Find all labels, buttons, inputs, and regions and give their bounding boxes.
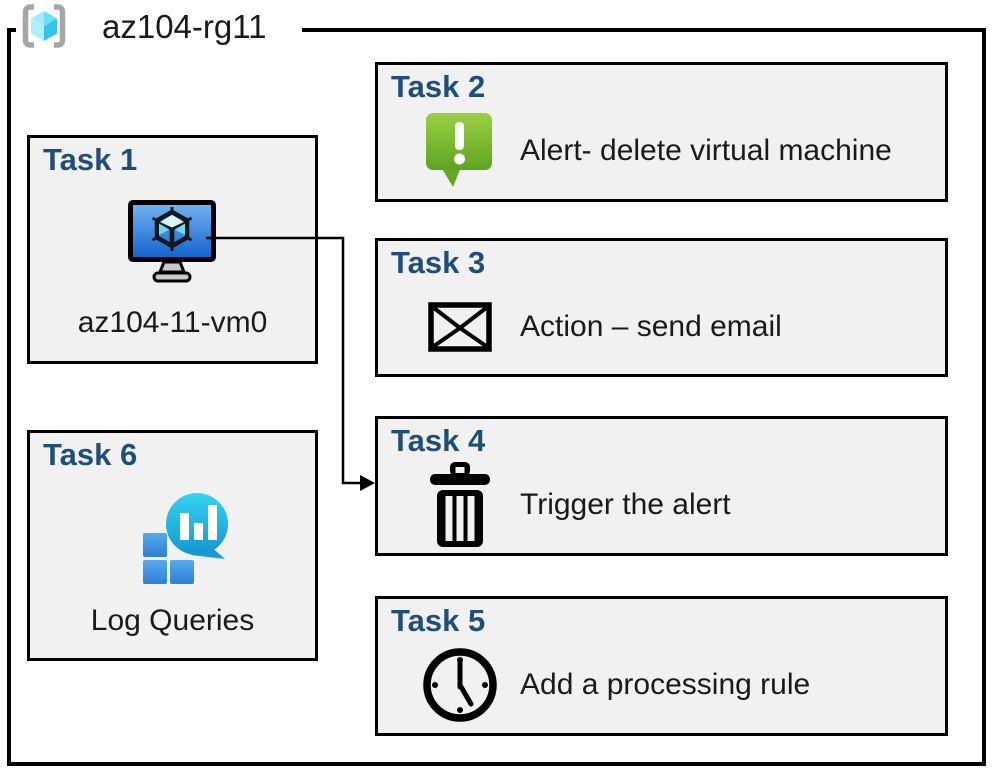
task2-label: Alert- delete virtual machine — [520, 134, 892, 167]
task6-box: Task 6 Log Queries — [27, 430, 318, 661]
task3-title: Task 3 — [391, 245, 486, 280]
task3-box: Task 3 Action – send email — [375, 238, 948, 377]
task2-title: Task 2 — [391, 69, 486, 104]
task3-label: Action – send email — [520, 310, 782, 343]
resource-group-name: az104-rg11 — [102, 8, 267, 45]
clock-icon — [414, 645, 506, 725]
log-analytics-icon — [143, 493, 228, 584]
task4-label: Trigger the alert — [520, 488, 731, 521]
task5-box: Task 5 Add a processing rule — [375, 596, 948, 736]
alert-message-icon — [414, 111, 506, 191]
resource-group-icon — [22, 4, 66, 48]
task1-label: az104-11-vm0 — [77, 306, 268, 339]
task4-title: Task 4 — [391, 423, 486, 458]
task1-box: Task 1 az104-11-vm0 — [27, 135, 318, 364]
task5-title: Task 5 — [391, 603, 486, 638]
task1-title: Task 1 — [43, 142, 138, 177]
trash-icon — [414, 462, 506, 548]
task6-title: Task 6 — [43, 437, 138, 472]
email-envelope-icon — [414, 302, 506, 352]
task2-box: Task 2 Alert- delete virtual machine — [375, 62, 948, 202]
task5-label: Add a processing rule — [520, 668, 811, 701]
virtual-machine-icon — [128, 200, 216, 283]
task4-box: Task 4 Trigger the alert — [375, 416, 948, 556]
resource-group-header-mask — [16, 22, 302, 40]
task6-label: Log Queries — [90, 604, 255, 637]
